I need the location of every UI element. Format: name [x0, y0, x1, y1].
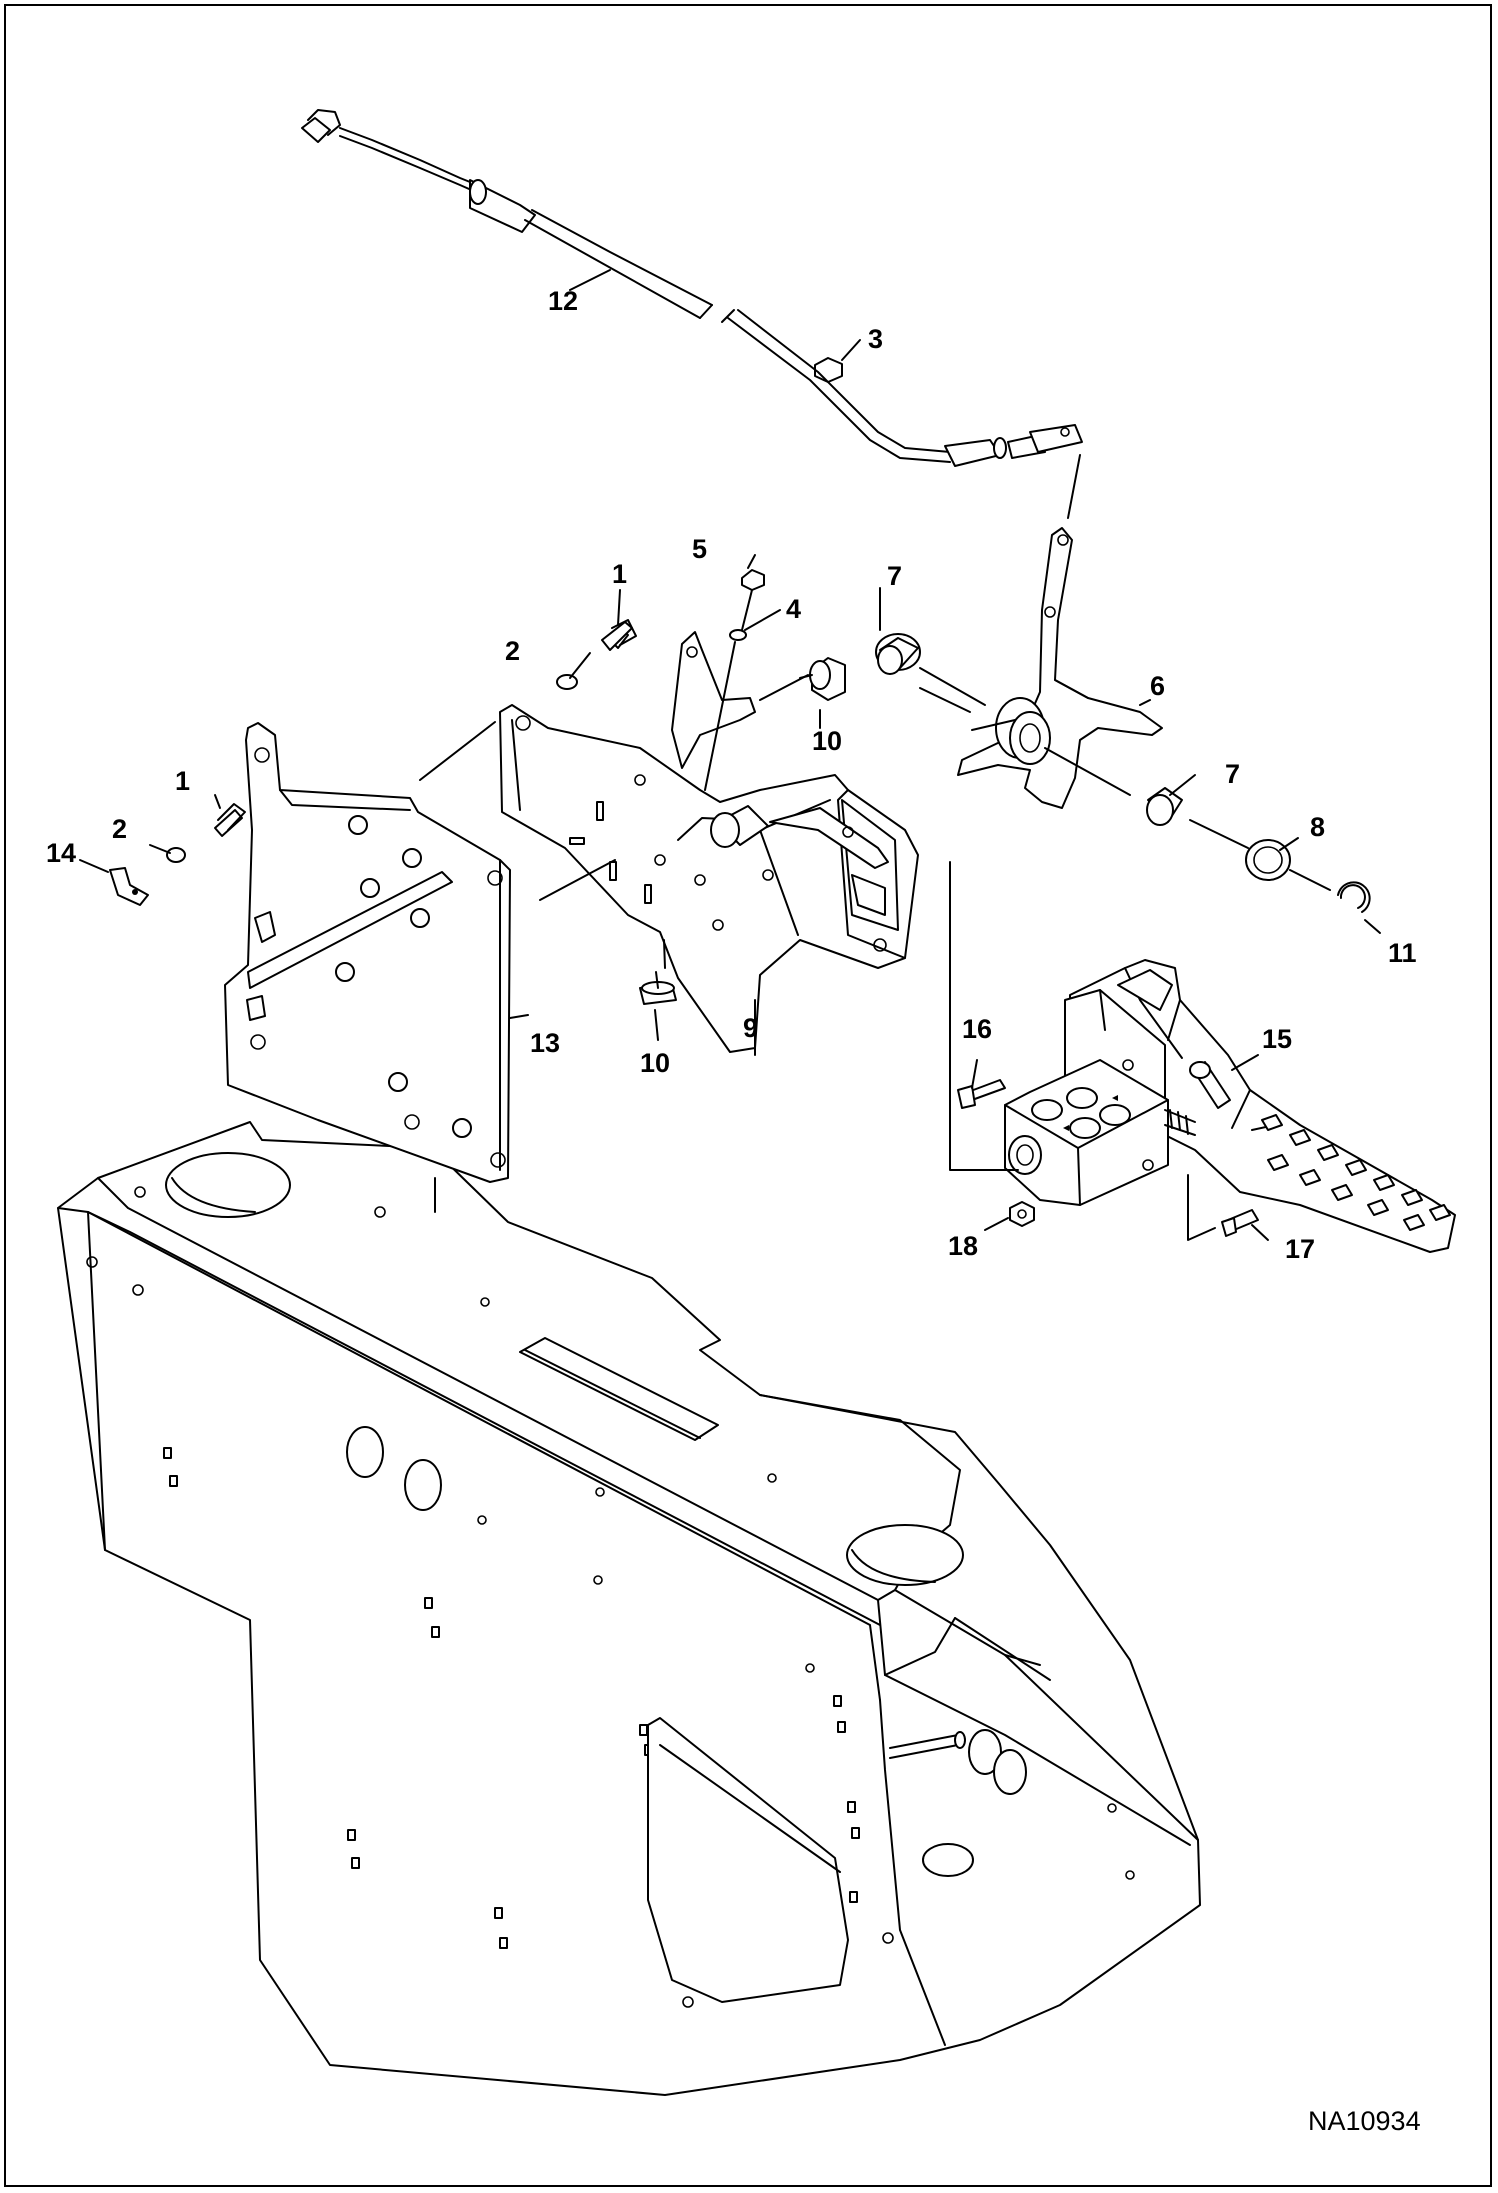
callout-13: 13: [530, 1028, 560, 1058]
callout-labels: 1 1 2 2 3 4 5 6 7 7 8 9 10 10 11 12 13 1…: [46, 286, 1417, 1264]
leader-lines: [79, 269, 1381, 1241]
callout-10-top: 10: [812, 726, 842, 756]
callout-9: 9: [743, 1013, 758, 1043]
callout-3: 3: [868, 324, 883, 354]
pedal-treads: [1261, 1114, 1451, 1231]
callout-17: 17: [1285, 1234, 1315, 1264]
callout-15: 15: [1262, 1024, 1292, 1054]
callout-16: 16: [962, 1014, 992, 1044]
callout-7-bottom: 7: [1225, 759, 1240, 789]
cab-frame: [57, 1121, 1201, 2096]
drawing-frame: [4, 4, 1492, 2187]
callout-11: 11: [1388, 938, 1417, 968]
callout-2-top: 2: [505, 636, 520, 666]
callout-12: 12: [548, 286, 578, 316]
callout-6: 6: [1150, 671, 1165, 701]
callout-1-left: 1: [175, 766, 190, 796]
callout-10-bottom: 10: [640, 1048, 670, 1078]
callout-14: 14: [46, 838, 76, 868]
callout-8: 8: [1310, 812, 1325, 842]
callout-2-left: 2: [112, 814, 127, 844]
drawing-number: NA10934: [1308, 2106, 1421, 2136]
hardware: [109, 357, 1371, 1237]
callout-1-top: 1: [612, 559, 627, 589]
callout-4: 4: [786, 594, 801, 624]
pedal-bracket: [419, 631, 919, 1053]
callout-5: 5: [692, 534, 707, 564]
callout-7-top: 7: [887, 561, 902, 591]
throttle-cable: [301, 109, 1083, 519]
mounting-plate: [224, 722, 511, 1213]
callout-18: 18: [948, 1231, 978, 1261]
throttle-lever: [919, 527, 1331, 891]
pedal-valve-assembly: [949, 861, 1456, 1253]
